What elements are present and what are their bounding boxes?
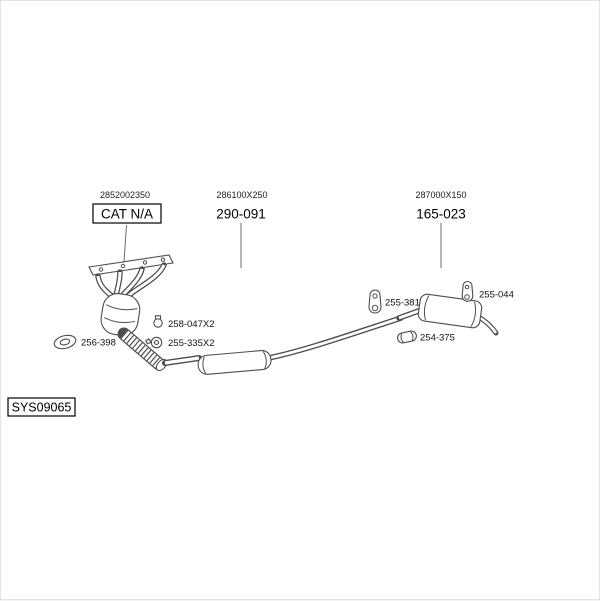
system-id-box xyxy=(7,397,76,417)
center-silencer xyxy=(162,315,404,375)
group-label-center[interactable]: 290-091 xyxy=(216,207,266,222)
resonator-body xyxy=(197,350,272,375)
part-label-gasket[interactable]: 256-398 xyxy=(81,338,116,349)
catalyst-body xyxy=(100,293,141,337)
leader-lines xyxy=(123,223,442,268)
group-label-cat[interactable]: CAT N/A xyxy=(101,207,153,222)
hanger-icon-255-044 xyxy=(461,280,474,302)
clamp-icon-255-335 xyxy=(145,336,163,349)
group-code-rear: 287000X150 xyxy=(415,190,466,200)
rear-muffler xyxy=(396,293,499,336)
part-label-connector[interactable]: 254-375 xyxy=(420,333,455,344)
group-labels: 2852002350 CAT N/A 286100X250 290-091 28… xyxy=(92,190,467,224)
manifold-flange xyxy=(88,254,174,276)
system-id-label: SYS09065 xyxy=(12,401,72,415)
part-label-clamp-2[interactable]: 255-335X2 xyxy=(168,338,214,349)
clamp-icon-258-047 xyxy=(153,315,163,328)
part-label-clamp-1[interactable]: 258-047X2 xyxy=(168,319,214,330)
system-id-badge: SYS09065 xyxy=(7,397,76,417)
catalytic-converter xyxy=(88,254,174,372)
group-code-cat: 2852002350 xyxy=(100,190,150,200)
part-labels: 256-398 258-047X2 255-335X2 255-381 255-… xyxy=(81,290,514,350)
group-label-box-cat xyxy=(92,203,162,224)
group-label-rear[interactable]: 165-023 xyxy=(416,207,466,222)
gasket-icon xyxy=(53,334,77,350)
hanger-icon-255-381 xyxy=(368,289,382,314)
part-label-hanger-2[interactable]: 255-044 xyxy=(479,290,514,301)
leader-line-cat xyxy=(123,224,127,263)
part-label-hanger-1[interactable]: 255-381 xyxy=(385,298,420,309)
group-code-center: 286100X250 xyxy=(216,190,267,200)
muffler-body xyxy=(417,293,483,329)
pipe-connector-icon-254-375 xyxy=(397,330,417,344)
flex-pipe xyxy=(117,327,166,371)
